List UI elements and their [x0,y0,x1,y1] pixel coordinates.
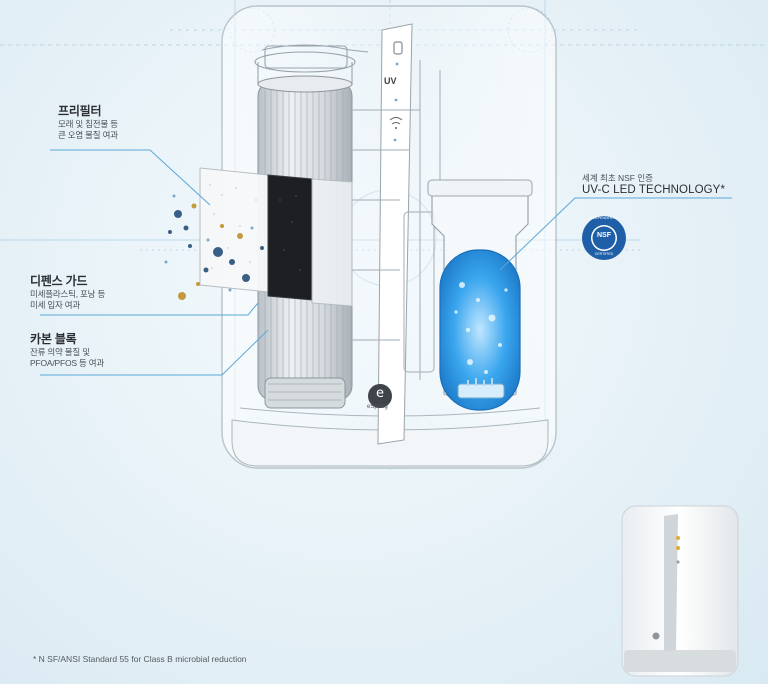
defense-guard-line-1: 미세플라스틱, 포낭 등 [30,289,106,299]
carbon-block-label: 카본 블록 잔류 의약 물질 및 PFOA/PFOS 등 여과 [30,330,104,369]
espring-logo [368,384,392,408]
carbon-block-title: 카본 블록 [30,332,77,346]
prefilter-line-2: 큰 오염 물질 여과 [58,130,118,140]
prefilter-label: 프리필터 모래 및 침전물 등 큰 오염 물질 여과 [58,102,118,141]
filter-frame [254,44,369,85]
filter-layers [199,167,353,307]
uv-technology-title: UV-C LED TECHNOLOGY* [582,184,726,196]
nsf-badge-arc-top: INDEPENDENTLY [589,216,619,220]
nsf-badge-arc-bottom: CERTIFIED [594,252,614,256]
prefilter-line-1: 모래 및 침전물 등 [58,119,118,129]
contaminant-particles [164,194,264,300]
defense-guard-title: 디펜스 가드 [30,274,88,288]
nsf-badge [582,216,626,260]
nsf-badge-center-text: NSF [597,232,611,239]
espring-brand-name: eSpring [367,404,388,410]
nsf-caption: 세계 최초 NSF 인증 [582,173,654,183]
footnote: * N SF/ANSI Standard 55 for Class B micr… [33,654,247,664]
internal-frame [352,60,441,380]
carbon-block-line-1: 잔류 의약 물질 및 [30,347,90,357]
uv-panel-label: UV [384,76,397,86]
defense-guard-line-2: 미세 입자 여과 [30,300,81,310]
product-thumbnail [621,505,739,677]
callout-lines [40,149,732,376]
defense-guard-label: 디펜스 가드 미세플라스틱, 포낭 등 미세 입자 여과 [30,272,105,311]
espring-logo-letter: e [376,386,384,401]
prefilter-title: 프리필터 [58,104,102,118]
carbon-block-line-2: PFOA/PFOS 등 여과 [30,358,105,368]
uv-chamber [427,179,533,411]
